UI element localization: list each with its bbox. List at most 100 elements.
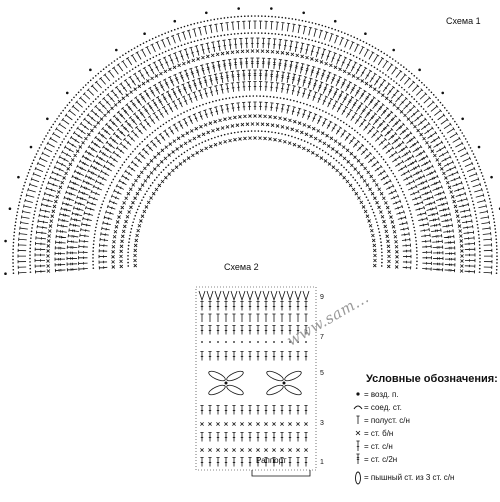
chain-dot [415,240,417,242]
chain-dot [136,208,139,211]
sc-cross [135,233,139,238]
stitch-symbol [459,208,471,213]
sc-cross [230,50,235,55]
chain-dot [220,17,222,20]
legend-item: = ст. с/2н [352,454,397,465]
stitch-symbol [423,164,434,172]
t-stitch [483,243,493,247]
chain-dot [321,42,323,45]
t-stitch [259,20,263,30]
sc-cross [46,239,51,243]
stitch-symbol [356,440,360,451]
chain-dot [175,157,177,160]
chain-dot [115,80,117,82]
chain-dot [203,37,206,40]
sc-cross [454,209,459,214]
chain-dot [471,200,474,203]
stitch-symbol [288,432,292,442]
stitch-symbol [173,52,179,63]
stitch-symbol [141,147,150,156]
stitch-symbol [421,190,432,196]
sc-cross [208,448,212,452]
stitch-symbol [78,190,89,196]
sc-cross [293,119,297,124]
sc-cross [258,136,262,140]
t-stitch [483,260,493,264]
sc-cross [306,148,311,153]
sc-cross [272,448,276,452]
sc-cross [103,113,107,118]
chain-dot [140,63,143,65]
t-stitch [61,118,70,125]
puff-stitch [208,384,226,396]
sc-cross [46,264,50,268]
chain-dot [335,159,338,162]
chain-dot [114,175,116,178]
sc-cross [114,225,119,229]
sc-cross [120,239,124,244]
chain-dot [313,144,315,147]
stitch-symbol [330,73,337,85]
stitch-symbol [37,219,49,224]
sc-cross [78,145,83,149]
chain-dot [296,100,298,103]
t-stitch [17,248,27,253]
legend-label: = полуст. с/н [364,416,410,425]
chain-dot [272,96,275,98]
stitch-symbol [142,66,150,77]
chain-dot [193,22,196,25]
stitch-symbol [119,142,128,150]
chain-dot [47,168,50,170]
stitch-symbol [327,85,334,96]
sc-cross [149,196,153,200]
chain-dot [468,187,470,190]
stitch-symbol [120,106,130,116]
sc-cross [437,162,442,167]
chain-dot [338,161,340,164]
t-stitch [427,100,435,108]
t-stitch [23,204,32,209]
chain-dot [19,198,22,200]
t-stitch [155,41,161,50]
stitch-symbol [76,195,87,201]
stitch-symbol [79,122,90,130]
chain-dot [381,254,383,257]
chain-dot [477,233,480,236]
stitch-symbol [336,54,343,65]
stitch-symbol [372,116,382,126]
stitch-symbol [72,131,83,139]
t-stitch [19,226,28,230]
stitch-symbol [54,246,66,250]
t-stitch [17,265,27,269]
stitch-symbol [103,215,113,220]
chain-dot [249,95,251,97]
stitch-symbol [335,126,343,135]
stitch-symbol [176,97,183,108]
chain-dot [315,107,318,109]
chain-dot [371,145,374,148]
chain-dot [37,197,39,199]
chain-dot [51,159,54,161]
stitch-symbol [211,61,216,73]
sc-cross [297,144,301,149]
chain-dot [423,84,426,86]
chain-dot [478,267,481,270]
grid-frame [195,286,317,471]
chain-dot [41,141,44,143]
chain-dot [353,36,356,39]
sc-cross [375,200,379,205]
chain-dot [192,146,194,148]
sc-cross [232,422,236,426]
chain-dot [128,241,130,244]
chain-dot [29,267,32,270]
chain-dot [408,206,410,209]
chain-dot [93,233,96,235]
stitch-symbol [186,81,193,92]
sc-cross [427,145,432,149]
chain-dot [373,214,376,217]
t-stitch [437,113,446,121]
sc-cross [381,93,385,97]
stitch-symbol [232,301,236,311]
sc-cross [300,54,304,59]
sc-cross [137,223,142,228]
